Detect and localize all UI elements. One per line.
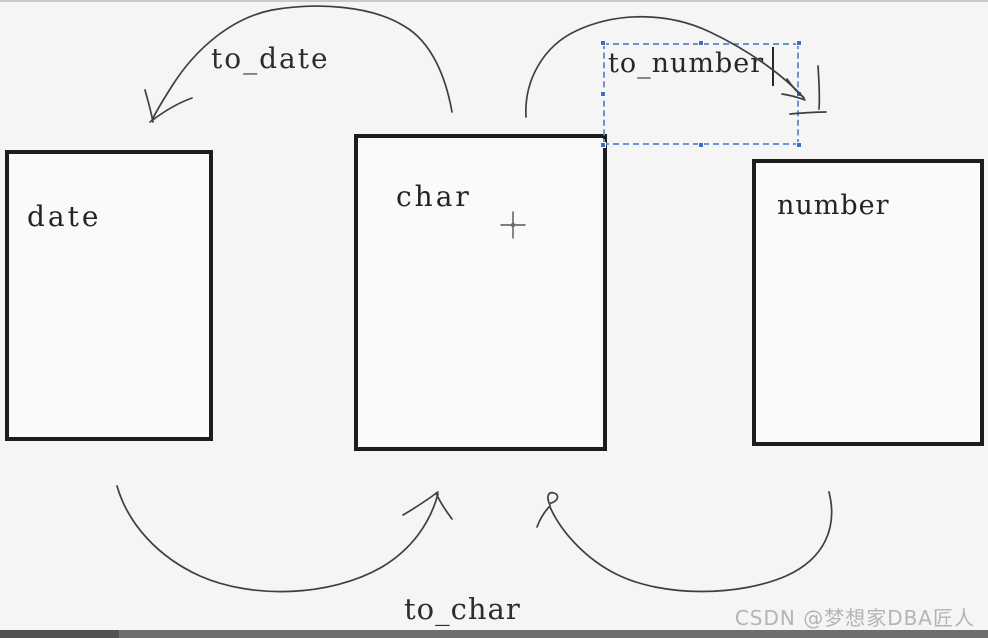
selection-handle-bottom-left[interactable] bbox=[600, 142, 606, 148]
canvas-top-edge bbox=[0, 0, 988, 2]
node-label-date: date bbox=[27, 200, 102, 233]
to-char-arrow-left bbox=[116, 485, 453, 593]
node-box-number: number bbox=[752, 159, 984, 446]
selection-handle-top-right[interactable] bbox=[796, 40, 802, 46]
csdn-watermark: CSDN @梦想家DBA匠人 bbox=[734, 606, 975, 630]
arrow-label-to-date: to_date bbox=[211, 42, 330, 75]
node-box-char: char bbox=[354, 134, 607, 451]
arrow-label-to-number[interactable]: to_number bbox=[608, 48, 765, 79]
selection-handle-middle-left[interactable] bbox=[600, 91, 606, 97]
node-label-number: number bbox=[777, 190, 890, 221]
to-char-arrow-right bbox=[536, 491, 833, 593]
video-progress-fill bbox=[0, 630, 119, 638]
node-label-char: char bbox=[396, 180, 472, 213]
text-caret bbox=[772, 47, 774, 86]
selection-handle-bottom-middle[interactable] bbox=[698, 142, 704, 148]
selection-handle-top-left[interactable] bbox=[600, 40, 606, 46]
video-progress-bar[interactable] bbox=[0, 630, 988, 638]
text-selection-box[interactable]: to_number bbox=[603, 43, 799, 145]
node-box-date: date bbox=[5, 150, 213, 441]
arrow-label-to-char: to_char bbox=[404, 592, 521, 626]
selection-handle-bottom-right[interactable] bbox=[796, 142, 802, 148]
selection-handle-top-middle[interactable] bbox=[698, 40, 704, 46]
selection-handle-middle-right[interactable] bbox=[796, 91, 802, 97]
